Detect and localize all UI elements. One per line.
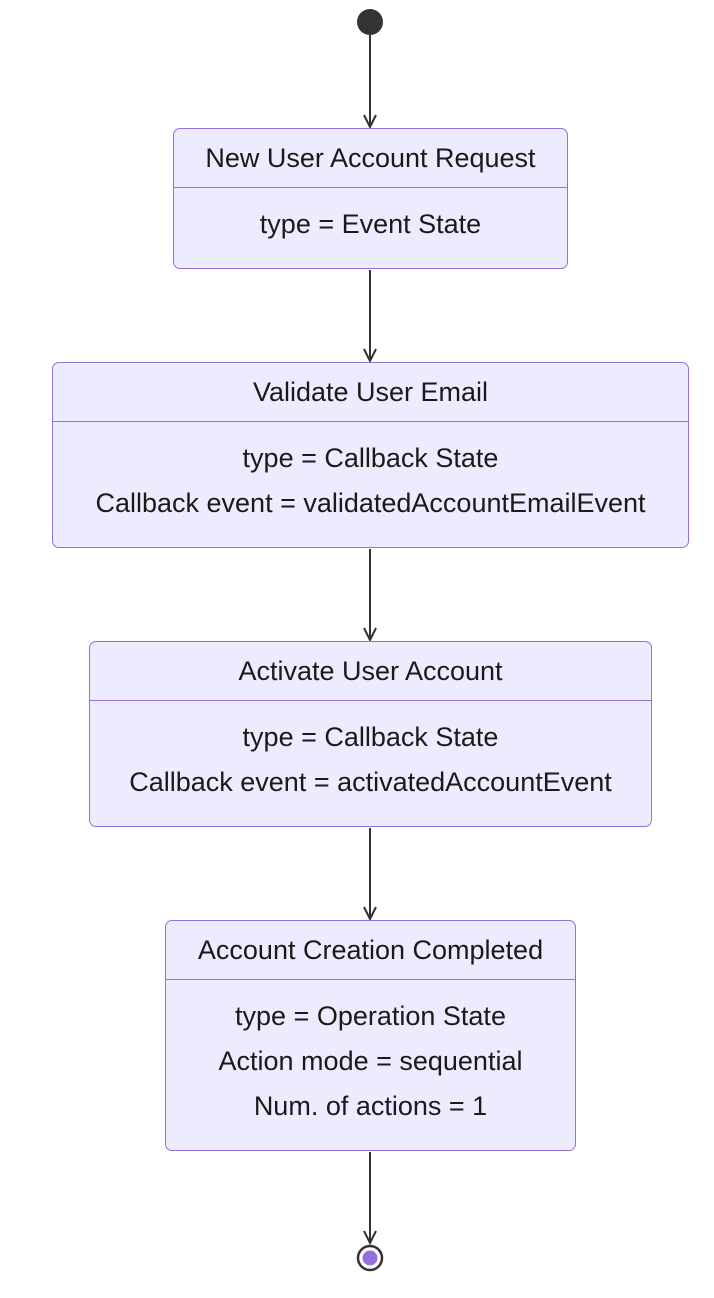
state-title: Account Creation Completed [166,921,575,980]
state-title: Validate User Email [53,363,688,422]
state-detail-line: Num. of actions = 1 [253,1091,488,1121]
state-detail-line: type = Event State [259,209,482,239]
state-detail-line: type = Callback State [242,443,499,473]
state-title: New User Account Request [174,129,567,188]
state-body: type = Callback State Callback event = a… [90,701,651,805]
state-validate-user-email: Validate User Email type = Callback Stat… [52,362,689,548]
state-detail-line: Callback event = activatedAccountEvent [129,767,612,797]
state-detail-line: Callback event = validatedAccountEmailEv… [95,488,646,518]
state-activate-user-account: Activate User Account type = Callback St… [89,641,652,827]
state-body: type = Operation State Action mode = seq… [166,980,575,1129]
state-account-creation-completed: Account Creation Completed type = Operat… [165,920,576,1151]
start-node [357,9,383,35]
state-new-user-account-request: New User Account Request type = Event St… [173,128,568,269]
state-body: type = Callback State Callback event = v… [53,422,688,526]
state-detail-line: Action mode = sequential [218,1046,523,1076]
state-detail-line: type = Callback State [242,722,499,752]
state-body: type = Event State [174,188,567,247]
state-title: Activate User Account [90,642,651,701]
end-node [356,1244,384,1272]
state-detail-line: type = Operation State [235,1001,506,1031]
